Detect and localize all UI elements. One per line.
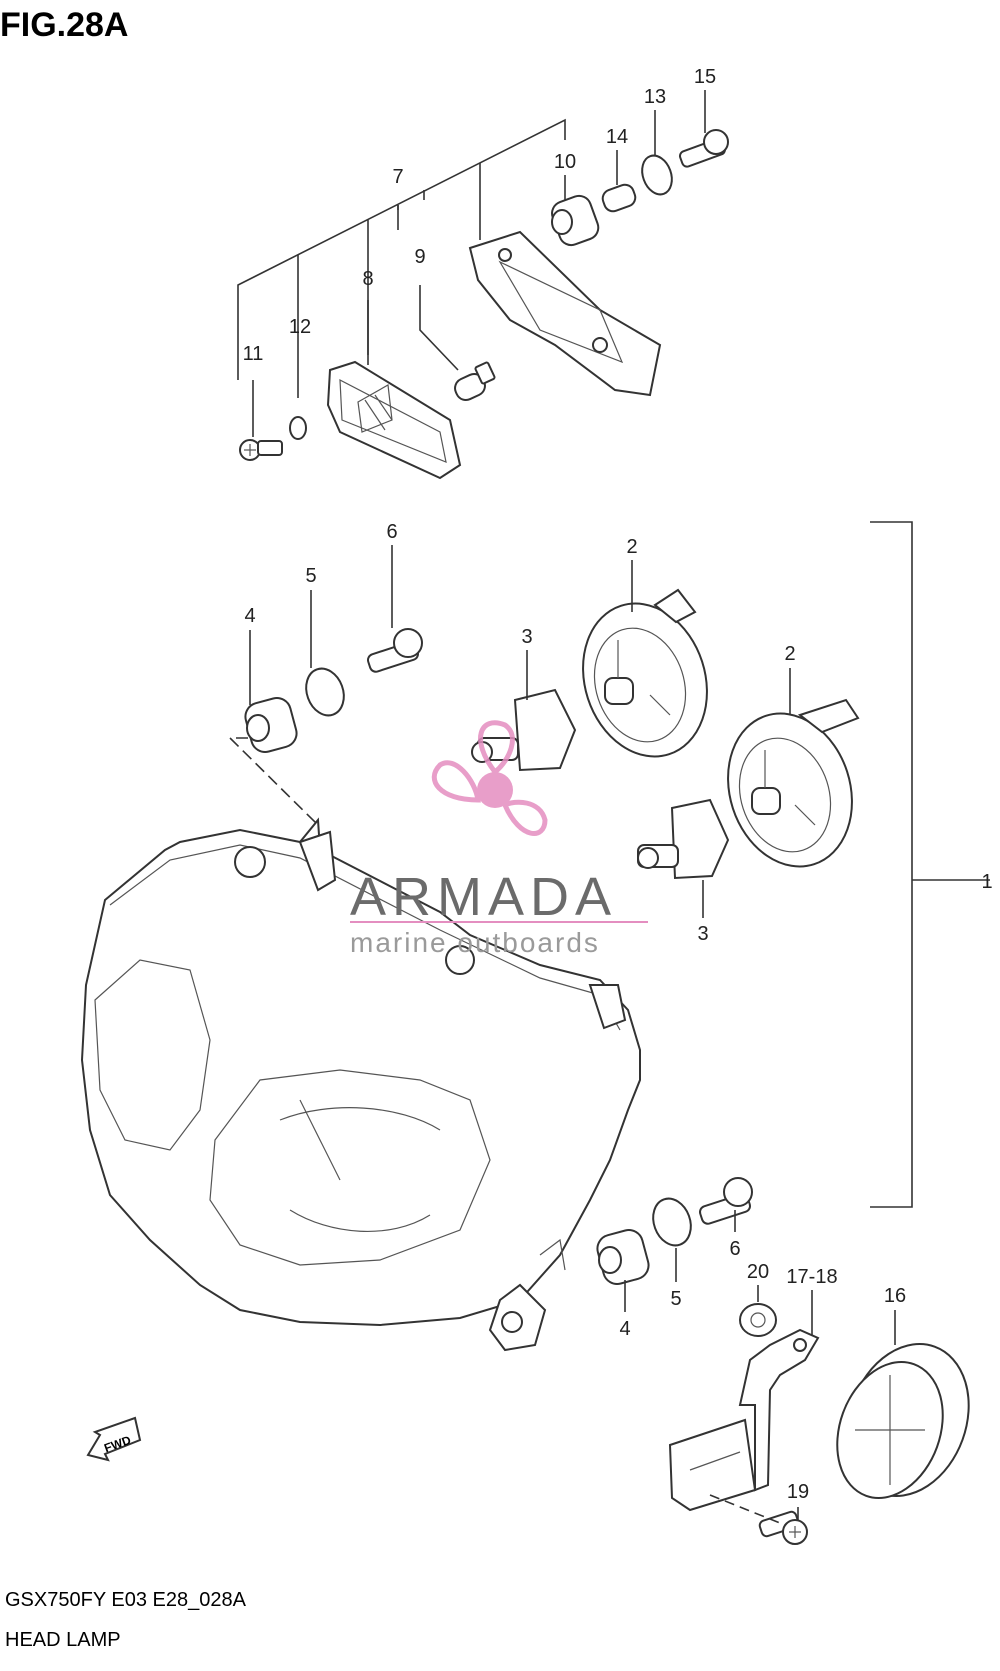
- position-lamp-lens-8: [326, 360, 462, 480]
- callout-15: 15: [694, 66, 716, 88]
- bolt-6-lower: [699, 1177, 753, 1225]
- bracket-17-18: [668, 1328, 820, 1512]
- callout-2: 2: [784, 643, 795, 665]
- nut-20: [739, 1303, 777, 1337]
- screw-19: [758, 1510, 808, 1545]
- cap-16: [836, 1343, 970, 1499]
- callout-16: 16: [884, 1285, 906, 1307]
- callout-6: 6: [729, 1238, 740, 1260]
- washer-5-upper: [305, 667, 345, 717]
- bolt-15: [678, 129, 729, 168]
- callout-1: 1: [981, 871, 992, 893]
- bulb-cover-2-upper: [582, 588, 708, 758]
- grommet-10: [551, 194, 600, 247]
- watermark-brand: ARMADA: [350, 867, 617, 927]
- screw-11: [239, 439, 283, 461]
- bolt-6-upper: [367, 628, 423, 673]
- washer-5-lower: [652, 1197, 692, 1247]
- callout-12: 12: [289, 316, 311, 338]
- callout-3: 3: [697, 923, 708, 945]
- callout-4: 4: [244, 605, 255, 627]
- bracket-leader-7: [237, 118, 566, 380]
- fwd-arrow-icon: FWD: [86, 1416, 142, 1462]
- figure-title: FIG.28A: [0, 6, 128, 44]
- washer-13: [641, 154, 673, 196]
- headlamp-bulb-3-lower: [637, 798, 730, 880]
- callout-14: 14: [606, 126, 628, 148]
- callout-7: 7: [392, 166, 403, 188]
- collar-14: [601, 183, 637, 213]
- callout-13: 13: [644, 86, 666, 108]
- callout-5: 5: [670, 1288, 681, 1310]
- callout-9: 9: [414, 246, 425, 268]
- callout-11: 11: [243, 343, 264, 365]
- callout-19: 19: [787, 1481, 809, 1503]
- callout-17-18: 17-18: [786, 1266, 837, 1288]
- callout-6: 6: [386, 521, 397, 543]
- callout-10: 10: [554, 151, 576, 173]
- callout-3: 3: [521, 626, 532, 648]
- grommet-4-upper: [244, 697, 298, 753]
- callout-20: 20: [747, 1261, 769, 1283]
- lamp-socket-plate: [468, 230, 662, 397]
- watermark: ARMADA marine outboards: [350, 720, 648, 958]
- callout-2: 2: [626, 536, 637, 558]
- grommet-4-lower: [596, 1229, 650, 1285]
- watermark-logo-icon: [431, 720, 548, 836]
- callout-5: 5: [305, 565, 316, 587]
- figure-code: GSX750FY E03 E28_028A: [5, 1589, 247, 1611]
- figure-name: HEAD LAMP: [5, 1629, 121, 1651]
- callout-8: 8: [362, 268, 373, 290]
- washer-12: [289, 416, 307, 440]
- bulb-9: [454, 361, 496, 402]
- callout-4: 4: [619, 1318, 630, 1340]
- bulb-cover-2-lower: [727, 698, 860, 868]
- watermark-tagline: marine outboards: [350, 927, 600, 958]
- headlamp-housing-1: [80, 817, 641, 1352]
- bracket-leader-1: [870, 521, 913, 1208]
